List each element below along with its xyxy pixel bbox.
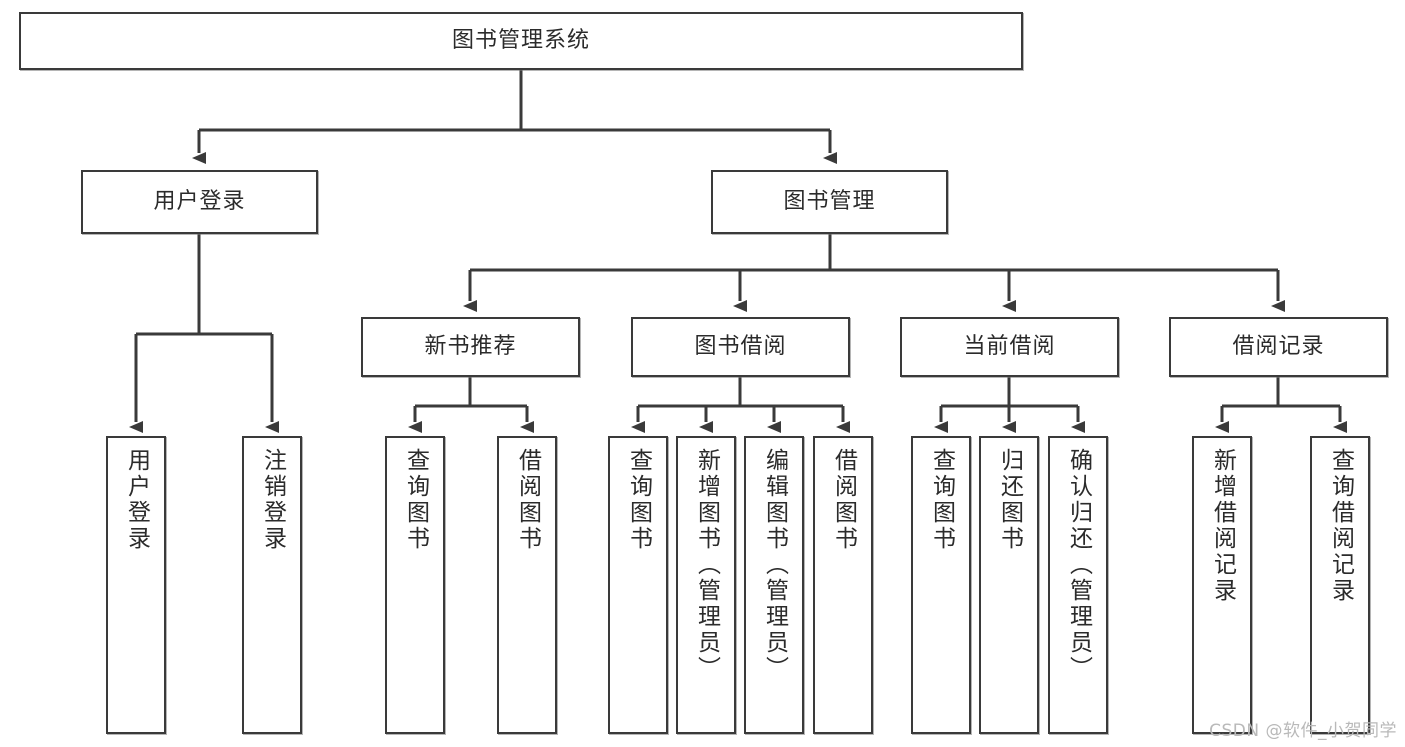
node-leaf-query-book-1-label: 查询图书	[402, 448, 429, 552]
node-leaf-add-record[interactable]: 新增借阅记录	[1192, 436, 1252, 734]
node-leaf-query-book-2[interactable]: 查询图书	[608, 436, 668, 734]
node-book-manage-label: 图书管理	[783, 189, 876, 215]
node-book-manage[interactable]: 图书管理	[711, 170, 948, 234]
node-root-label: 图书管理系统	[451, 28, 590, 54]
node-root[interactable]: 图书管理系统	[19, 12, 1023, 70]
node-leaf-user-login[interactable]: 用户登录	[106, 436, 166, 734]
node-book-borrow-label: 图书借阅	[694, 334, 787, 360]
node-leaf-query-record[interactable]: 查询借阅记录	[1310, 436, 1370, 734]
node-current-borrow[interactable]: 当前借阅	[900, 317, 1119, 377]
node-leaf-borrow-book-1-label: 借阅图书	[514, 448, 541, 552]
node-leaf-add-record-label: 新增借阅记录	[1209, 448, 1236, 604]
node-leaf-query-record-label: 查询借阅记录	[1327, 448, 1354, 604]
node-user-login-label: 用户登录	[153, 189, 246, 215]
node-leaf-user-logout-label: 注销登录	[259, 448, 286, 552]
node-leaf-user-login-label: 用户登录	[123, 448, 150, 552]
watermark: CSDN @软件_小贺同学	[1209, 721, 1397, 741]
node-leaf-query-book-3[interactable]: 查询图书	[911, 436, 971, 734]
node-current-borrow-label: 当前借阅	[963, 334, 1056, 360]
node-borrow-record[interactable]: 借阅记录	[1169, 317, 1388, 377]
node-leaf-edit-book-label: 编辑图书（管理员）	[761, 448, 788, 682]
node-leaf-query-book-1[interactable]: 查询图书	[385, 436, 445, 734]
node-leaf-return-book-label: 归还图书	[996, 448, 1023, 552]
node-new-book-recommend[interactable]: 新书推荐	[361, 317, 580, 377]
node-leaf-query-book-3-label: 查询图书	[928, 448, 955, 552]
node-leaf-borrow-book-1[interactable]: 借阅图书	[497, 436, 557, 734]
node-leaf-add-book[interactable]: 新增图书（管理员）	[676, 436, 736, 734]
node-leaf-confirm-return-label: 确认归还（管理员）	[1065, 448, 1092, 682]
node-leaf-borrow-book-2[interactable]: 借阅图书	[813, 436, 873, 734]
node-user-login[interactable]: 用户登录	[81, 170, 318, 234]
node-leaf-add-book-label: 新增图书（管理员）	[693, 448, 720, 682]
node-new-book-recommend-label: 新书推荐	[424, 334, 517, 360]
node-leaf-confirm-return[interactable]: 确认归还（管理员）	[1048, 436, 1108, 734]
node-leaf-borrow-book-2-label: 借阅图书	[830, 448, 857, 552]
node-book-borrow[interactable]: 图书借阅	[631, 317, 850, 377]
node-leaf-return-book[interactable]: 归还图书	[979, 436, 1039, 734]
node-leaf-edit-book[interactable]: 编辑图书（管理员）	[744, 436, 804, 734]
node-leaf-query-book-2-label: 查询图书	[625, 448, 652, 552]
node-leaf-user-logout[interactable]: 注销登录	[242, 436, 302, 734]
node-borrow-record-label: 借阅记录	[1232, 334, 1325, 360]
